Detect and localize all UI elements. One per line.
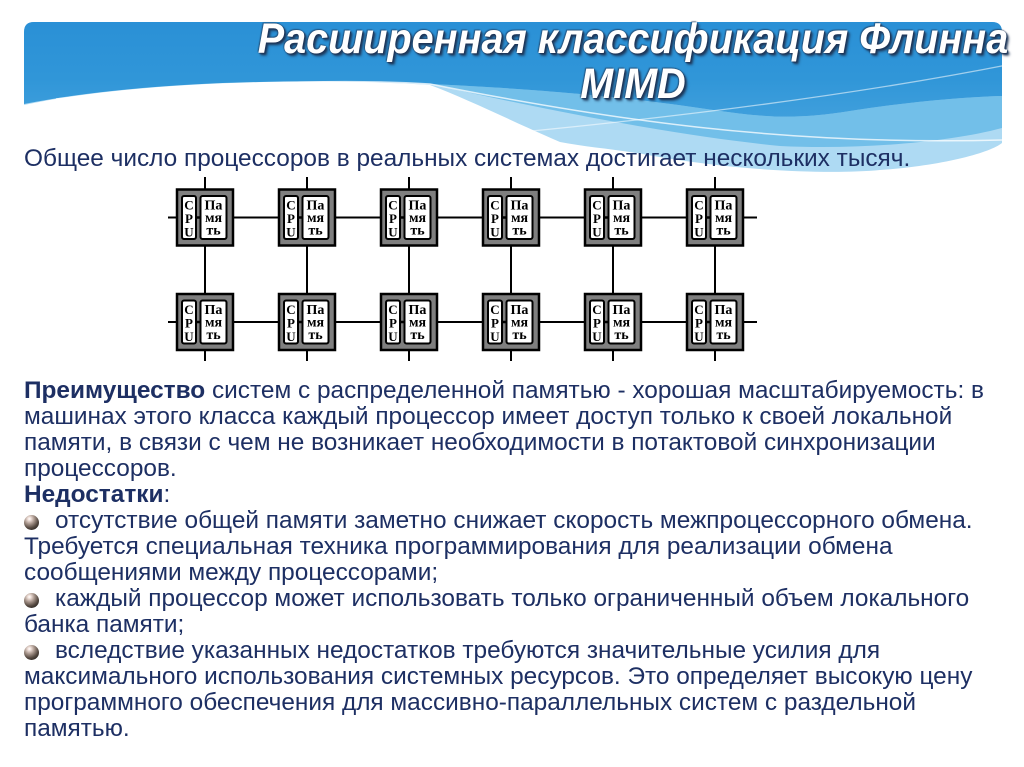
svg-text:СРU: СРU [490, 198, 500, 240]
svg-text:СРU: СРU [490, 302, 500, 344]
svg-text:СРU: СРU [694, 302, 704, 344]
svg-text:СРU: СРU [184, 302, 194, 344]
svg-text:СРU: СРU [286, 198, 296, 240]
svg-text:СРU: СРU [388, 302, 398, 344]
svg-text:СРU: СРU [184, 198, 194, 240]
svg-text:СРU: СРU [592, 198, 602, 240]
svg-text:СРU: СРU [592, 302, 602, 344]
svg-text:СРU: СРU [388, 198, 398, 240]
svg-text:СРU: СРU [694, 198, 704, 240]
svg-text:СРU: СРU [286, 302, 296, 344]
